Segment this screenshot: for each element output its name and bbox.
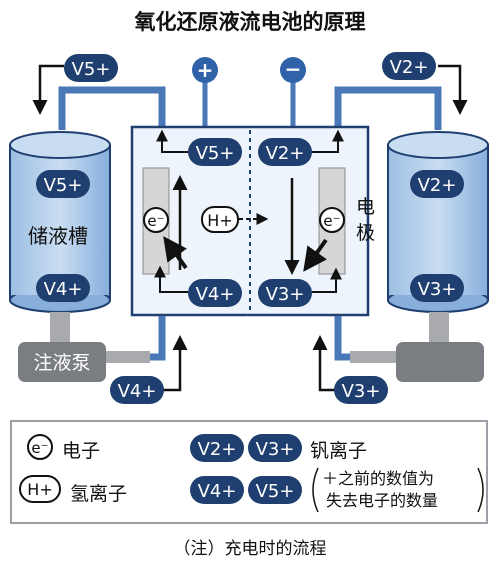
svg-text:H+: H+: [27, 480, 52, 499]
svg-text:V4+: V4+: [196, 284, 235, 305]
svg-text:V3+: V3+: [418, 279, 457, 300]
pipe-left-top: [58, 86, 166, 132]
svg-text:V3+: V3+: [266, 284, 305, 305]
legend-vanadium-text: 钒离子: [310, 440, 368, 462]
svg-text:V4+: V4+: [44, 279, 83, 300]
ion-badge-v4-bottom-left: V4+: [110, 376, 164, 404]
svg-text:V5+: V5+: [44, 175, 83, 196]
svg-text:V3+: V3+: [256, 439, 295, 460]
legend-badge-v5: V5+: [248, 476, 302, 504]
legend-proton-text: 氢离子: [70, 483, 128, 505]
legend-electron-text: 电子: [62, 440, 101, 462]
electron-left: e⁻: [143, 207, 169, 233]
arrow-right-flow-out: [312, 129, 344, 153]
pipe-left-bottom: [150, 316, 166, 361]
legend-badge-v3: V3+: [248, 434, 302, 462]
ion-badge-v5-cell: V5+: [188, 138, 242, 166]
legend-explain-line1: ＋之前的数值为: [322, 469, 435, 488]
flow-arrow-left-top: [32, 64, 64, 115]
svg-text:e⁻: e⁻: [323, 212, 340, 230]
svg-text:V2+: V2+: [390, 57, 429, 78]
ion-badge-v4-cell: V4+: [188, 279, 242, 307]
svg-text:e⁻: e⁻: [31, 439, 48, 457]
legend-proton-icon: H+: [19, 475, 61, 503]
arrow-left-electron-to-electrode: [163, 236, 188, 270]
negative-terminal: [280, 57, 306, 83]
negative-terminal-label: −: [285, 57, 302, 81]
ion-badge-v2-top-right: V2+: [382, 52, 436, 80]
positive-terminal: [192, 57, 218, 83]
svg-text:V5+: V5+: [196, 143, 235, 164]
svg-text:e⁻: e⁻: [147, 212, 164, 230]
pipe-right-top: [334, 86, 442, 132]
electron-right: e⁻: [319, 207, 345, 233]
pump-right-pipe: [350, 351, 398, 363]
legend-explain-line2: 失去电子的数量: [326, 491, 439, 510]
watermark: 日经中文网: [180, 316, 320, 341]
ion-badge-v5-tank: V5+: [36, 170, 90, 198]
ion-badge-v3-tank: V3+: [410, 274, 464, 302]
legend-paren-right: [477, 467, 484, 513]
pump-right: [396, 342, 484, 382]
legend-badge-v4: V4+: [190, 476, 244, 504]
electrode-label-2: 极: [356, 222, 375, 244]
ion-badge-v5-top-left: V5+: [64, 54, 118, 82]
positive-terminal-label: +: [197, 58, 214, 82]
svg-text:V5+: V5+: [72, 59, 111, 80]
legend-box: [10, 420, 488, 524]
arrow-right-electron-from-electrode: [303, 238, 328, 272]
legend-badge-v2: V2+: [190, 434, 244, 462]
electrode-label-1: 电: [356, 196, 375, 218]
svg-text:V4+: V4+: [198, 481, 237, 502]
proton-cell: H+: [201, 206, 239, 233]
tank-label: 储液槽: [28, 224, 88, 248]
arrow-left-flow-out: [156, 129, 188, 153]
ion-badge-v2-cell: V2+: [258, 138, 312, 166]
pump-label: 注液泵: [33, 352, 90, 374]
svg-text:V5+: V5+: [256, 481, 295, 502]
diagram-title: 氧化还原液流电池的原理: [134, 10, 366, 34]
ion-badge-v3-bottom-right: V3+: [334, 376, 388, 404]
ion-badge-v4-tank: V4+: [36, 274, 90, 302]
pump-left: [18, 342, 106, 382]
tank-left-outlet: [50, 312, 70, 350]
svg-text:V2+: V2+: [198, 439, 237, 460]
arrow-left-flow-in: [154, 265, 188, 293]
tank-right-outlet: [429, 312, 449, 350]
flow-arrow-right-top: [438, 64, 468, 115]
legend-electron-icon: e⁻: [27, 434, 53, 460]
arrow-right-flow-in: [312, 267, 342, 293]
svg-text:H+: H+: [207, 211, 232, 230]
svg-text:V2+: V2+: [418, 175, 457, 196]
pipe-right-bottom: [334, 316, 350, 361]
pump-left-pipe: [100, 351, 150, 363]
svg-text:V4+: V4+: [118, 381, 157, 402]
ion-badge-v3-cell: V3+: [258, 279, 312, 307]
footnote: （注）充电时的流程: [173, 539, 327, 559]
svg-text:V2+: V2+: [266, 143, 305, 164]
svg-text:V3+: V3+: [342, 381, 381, 402]
legend-paren-left: [312, 467, 319, 513]
ion-badge-v2-tank: V2+: [410, 170, 464, 198]
